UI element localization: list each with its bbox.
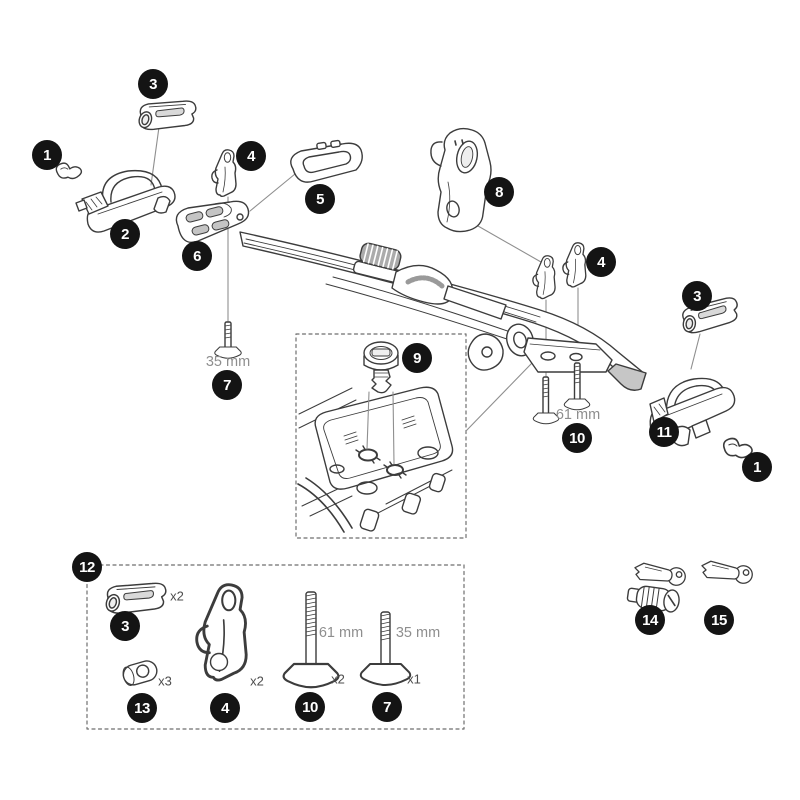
kit-bolt35-length: 35 mm bbox=[395, 625, 441, 641]
callout-13: 13 bbox=[127, 693, 157, 723]
rail-assembly-drawing bbox=[239, 231, 647, 391]
callout-3-kit: 3 bbox=[110, 611, 140, 641]
part-3-pad-kit bbox=[103, 579, 168, 618]
kit-bolt61-length: 61 mm bbox=[318, 625, 364, 641]
callout-7-main: 7 bbox=[212, 370, 242, 400]
callout-10-kit: 10 bbox=[295, 692, 325, 722]
part-13-spacer-drawing bbox=[122, 660, 158, 686]
bolt-length-35mm-main: 35 mm bbox=[205, 354, 251, 370]
part-10-bolt-scene-b bbox=[563, 362, 591, 411]
callout-4-kit: 4 bbox=[210, 693, 240, 723]
callout-14: 14 bbox=[635, 605, 665, 635]
part-4-bracket-scene-a bbox=[532, 255, 556, 300]
callout-6: 6 bbox=[182, 241, 212, 271]
detail-box-interior bbox=[297, 386, 454, 533]
part-4-bracket-left bbox=[211, 149, 237, 198]
callout-4-right: 4 bbox=[586, 247, 616, 277]
part-7-bolt-main bbox=[214, 321, 242, 359]
part-4-bracket-scene-b bbox=[562, 242, 587, 288]
callout-15: 15 bbox=[704, 605, 734, 635]
kit-bracket-quantity: x2 bbox=[250, 673, 264, 689]
callout-12: 12 bbox=[72, 552, 102, 582]
part-10-bolt-kit bbox=[282, 591, 340, 689]
part-1-clip-left bbox=[54, 160, 83, 182]
part-7-bolt-kit bbox=[359, 611, 412, 686]
bolt-length-61mm-main: 61 mm bbox=[555, 407, 601, 423]
callout-2: 2 bbox=[110, 219, 140, 249]
kit-spacer-quantity: x3 bbox=[158, 673, 172, 689]
detail-box-lock bbox=[295, 333, 467, 539]
part-3-pad-top bbox=[136, 97, 198, 134]
callout-3-top: 3 bbox=[138, 69, 168, 99]
part-8-holder-drawing bbox=[430, 127, 492, 233]
callout-4-left: 4 bbox=[236, 141, 266, 171]
kit-pad-quantity: x2 bbox=[170, 588, 184, 604]
kit-bolt35-quantity: x1 bbox=[407, 671, 421, 687]
callout-11: 11 bbox=[649, 417, 679, 447]
callout-7-kit: 7 bbox=[372, 692, 402, 722]
part-10-bolt-scene-a bbox=[532, 376, 560, 425]
callout-8: 8 bbox=[484, 177, 514, 207]
kit-bolt61-quantity: x2 bbox=[331, 671, 345, 687]
part-15-key bbox=[699, 559, 754, 585]
callout-1-left: 1 bbox=[32, 140, 62, 170]
part-9-lock-drawing bbox=[363, 341, 399, 394]
part-5-frame-drawing bbox=[290, 139, 363, 183]
part-14-key bbox=[632, 561, 687, 587]
part-2-buckle-drawing bbox=[75, 169, 176, 233]
kit-box-12 bbox=[86, 564, 465, 730]
part-4-kit-hole bbox=[209, 652, 229, 672]
callout-3-right: 3 bbox=[682, 281, 712, 311]
part-6-plate-drawing bbox=[175, 200, 250, 244]
callout-5: 5 bbox=[305, 184, 335, 214]
callout-1-right: 1 bbox=[742, 452, 772, 482]
callout-10-main: 10 bbox=[562, 423, 592, 453]
part-14-lock-cylinder bbox=[626, 585, 680, 613]
callout-9: 9 bbox=[402, 343, 432, 373]
